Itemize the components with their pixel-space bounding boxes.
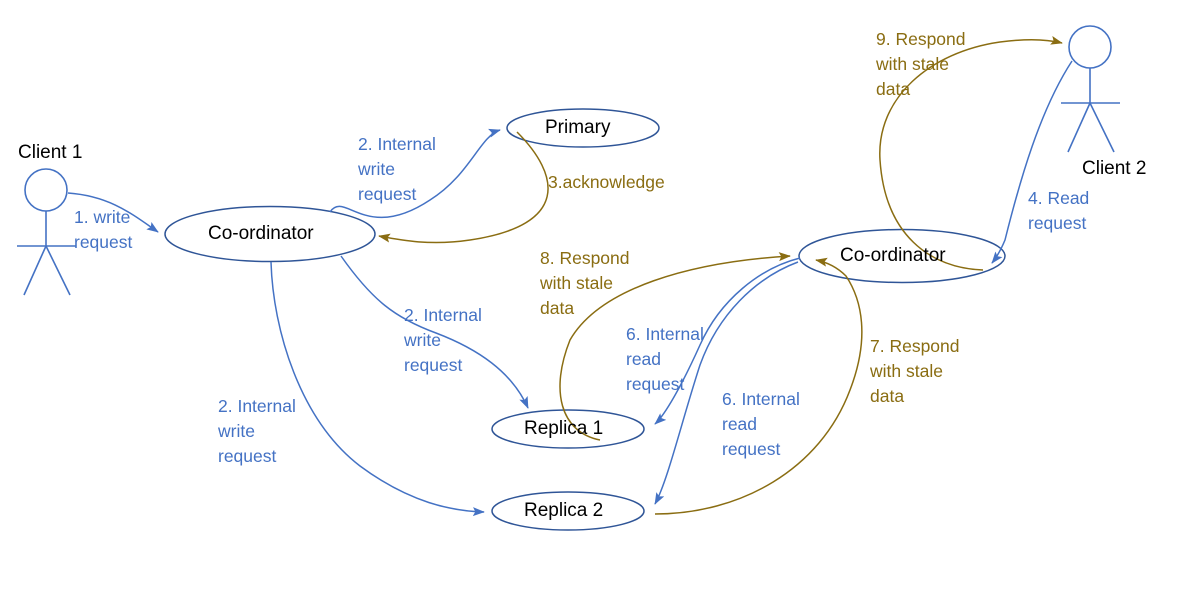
- client-2-right-leg: [1089, 102, 1115, 153]
- edge-label-8-respond-with-stale-data: 8. Respond with stale data: [540, 246, 630, 321]
- edge-label-6a-line-3: request: [626, 374, 685, 394]
- edge-4-read-request: [991, 60, 1073, 264]
- client-2-figure: [1061, 25, 1120, 153]
- edge-label-8-line-2: with stale: [540, 273, 613, 293]
- edge-label-2a-line-2: write: [358, 159, 395, 179]
- node-coordinator-left[interactable]: [164, 205, 376, 263]
- client-1-head: [24, 168, 68, 212]
- edge-8-respond-with-stale-data: [559, 252, 791, 441]
- edge-3-acknowledge: [378, 131, 549, 244]
- edge-label-1-line-2: request: [74, 232, 133, 252]
- node-primary[interactable]: [506, 108, 660, 148]
- edge-label-2a-internal-write-request: 2. Internal write request: [358, 132, 436, 207]
- edge-label-7-line-2: with stale: [870, 361, 943, 381]
- edge-1-write-request: [67, 192, 159, 233]
- node-label-coordinator-right: Co-ordinator: [840, 245, 946, 266]
- edge-label-3-line-1: 3.acknowledge: [548, 172, 665, 192]
- edge-6b-internal-read-request-replica2: [654, 261, 799, 505]
- client-1-figure: [17, 168, 76, 296]
- edge-label-2c-line-2: write: [218, 421, 255, 441]
- edge-label-2c-line-1: 2. Internal: [218, 396, 296, 416]
- edge-label-4-line-1: 4. Read: [1028, 188, 1090, 208]
- actor-label-client-2: Client 2: [1082, 158, 1147, 179]
- edge-label-9-line-2: with stale: [876, 54, 949, 74]
- edge-label-1-line-1: 1. write: [74, 207, 131, 227]
- edge-label-6a-internal-read-request: 6. Internal read request: [626, 322, 704, 397]
- node-replica-1[interactable]: [491, 409, 645, 449]
- edge-label-4-read-request: 4. Read request: [1028, 186, 1089, 236]
- edge-label-7-line-1: 7. Respond: [870, 336, 960, 356]
- node-replica-2[interactable]: [491, 491, 645, 531]
- edge-6a-internal-read-request-replica1: [654, 257, 801, 425]
- edge-label-7-line-3: data: [870, 386, 905, 406]
- edge-label-6a-line-1: 6. Internal: [626, 324, 704, 344]
- edge-label-1-write-request: 1. write request: [74, 205, 132, 255]
- edge-label-6b-line-2: read: [722, 414, 758, 434]
- edge-label-2b-line-3: request: [404, 355, 463, 375]
- client-2-left-leg: [1067, 102, 1091, 153]
- client-1-left-leg: [23, 245, 47, 296]
- edge-label-2c-line-3: request: [218, 446, 277, 466]
- edge-label-8-line-3: data: [540, 298, 575, 318]
- edge-label-2a-line-3: request: [358, 184, 417, 204]
- edge-label-6b-line-3: request: [722, 439, 781, 459]
- edge-label-6b-internal-read-request: 6. Internal read request: [722, 387, 800, 462]
- edge-2c-internal-write-request-replica2: [270, 261, 485, 517]
- edge-label-4-line-2: request: [1028, 213, 1087, 233]
- edge-label-7-respond-with-stale-data: 7. Respond with stale data: [870, 334, 960, 409]
- edge-label-9-line-1: 9. Respond: [876, 29, 966, 49]
- client-2-head: [1068, 25, 1112, 69]
- edge-2a-internal-write-request-primary: [329, 128, 501, 219]
- edge-label-8-line-1: 8. Respond: [540, 248, 630, 268]
- edge-label-2c-internal-write-request: 2. Internal write request: [218, 394, 296, 469]
- edge-label-3-acknowledge: 3.acknowledge: [548, 170, 665, 195]
- edge-label-9-line-3: data: [876, 79, 911, 99]
- edge-2b-internal-write-request-replica1: [340, 255, 529, 409]
- edge-label-2b-line-1: 2. Internal: [404, 305, 482, 325]
- edge-7-respond-with-stale-data: [654, 257, 863, 515]
- node-label-replica-2: Replica 2: [524, 500, 604, 521]
- node-label-replica-1: Replica 1: [524, 418, 604, 439]
- client-1-right-leg: [45, 245, 71, 296]
- edge-label-2a-line-1: 2. Internal: [358, 134, 436, 154]
- edge-label-9-respond-with-stale-data: 9. Respond with stale data: [876, 27, 966, 102]
- actor-label-client-1: Client 1: [18, 142, 83, 163]
- edge-label-2b-internal-write-request: 2. Internal write request: [404, 303, 482, 378]
- edge-9-respond-with-stale-data: [879, 35, 1063, 271]
- edge-label-6a-line-2: read: [626, 349, 662, 369]
- node-label-primary: Primary: [545, 117, 611, 138]
- node-label-coordinator-left: Co-ordinator: [208, 223, 314, 244]
- edge-label-6b-line-1: 6. Internal: [722, 389, 800, 409]
- edge-label-2b-line-2: write: [404, 330, 441, 350]
